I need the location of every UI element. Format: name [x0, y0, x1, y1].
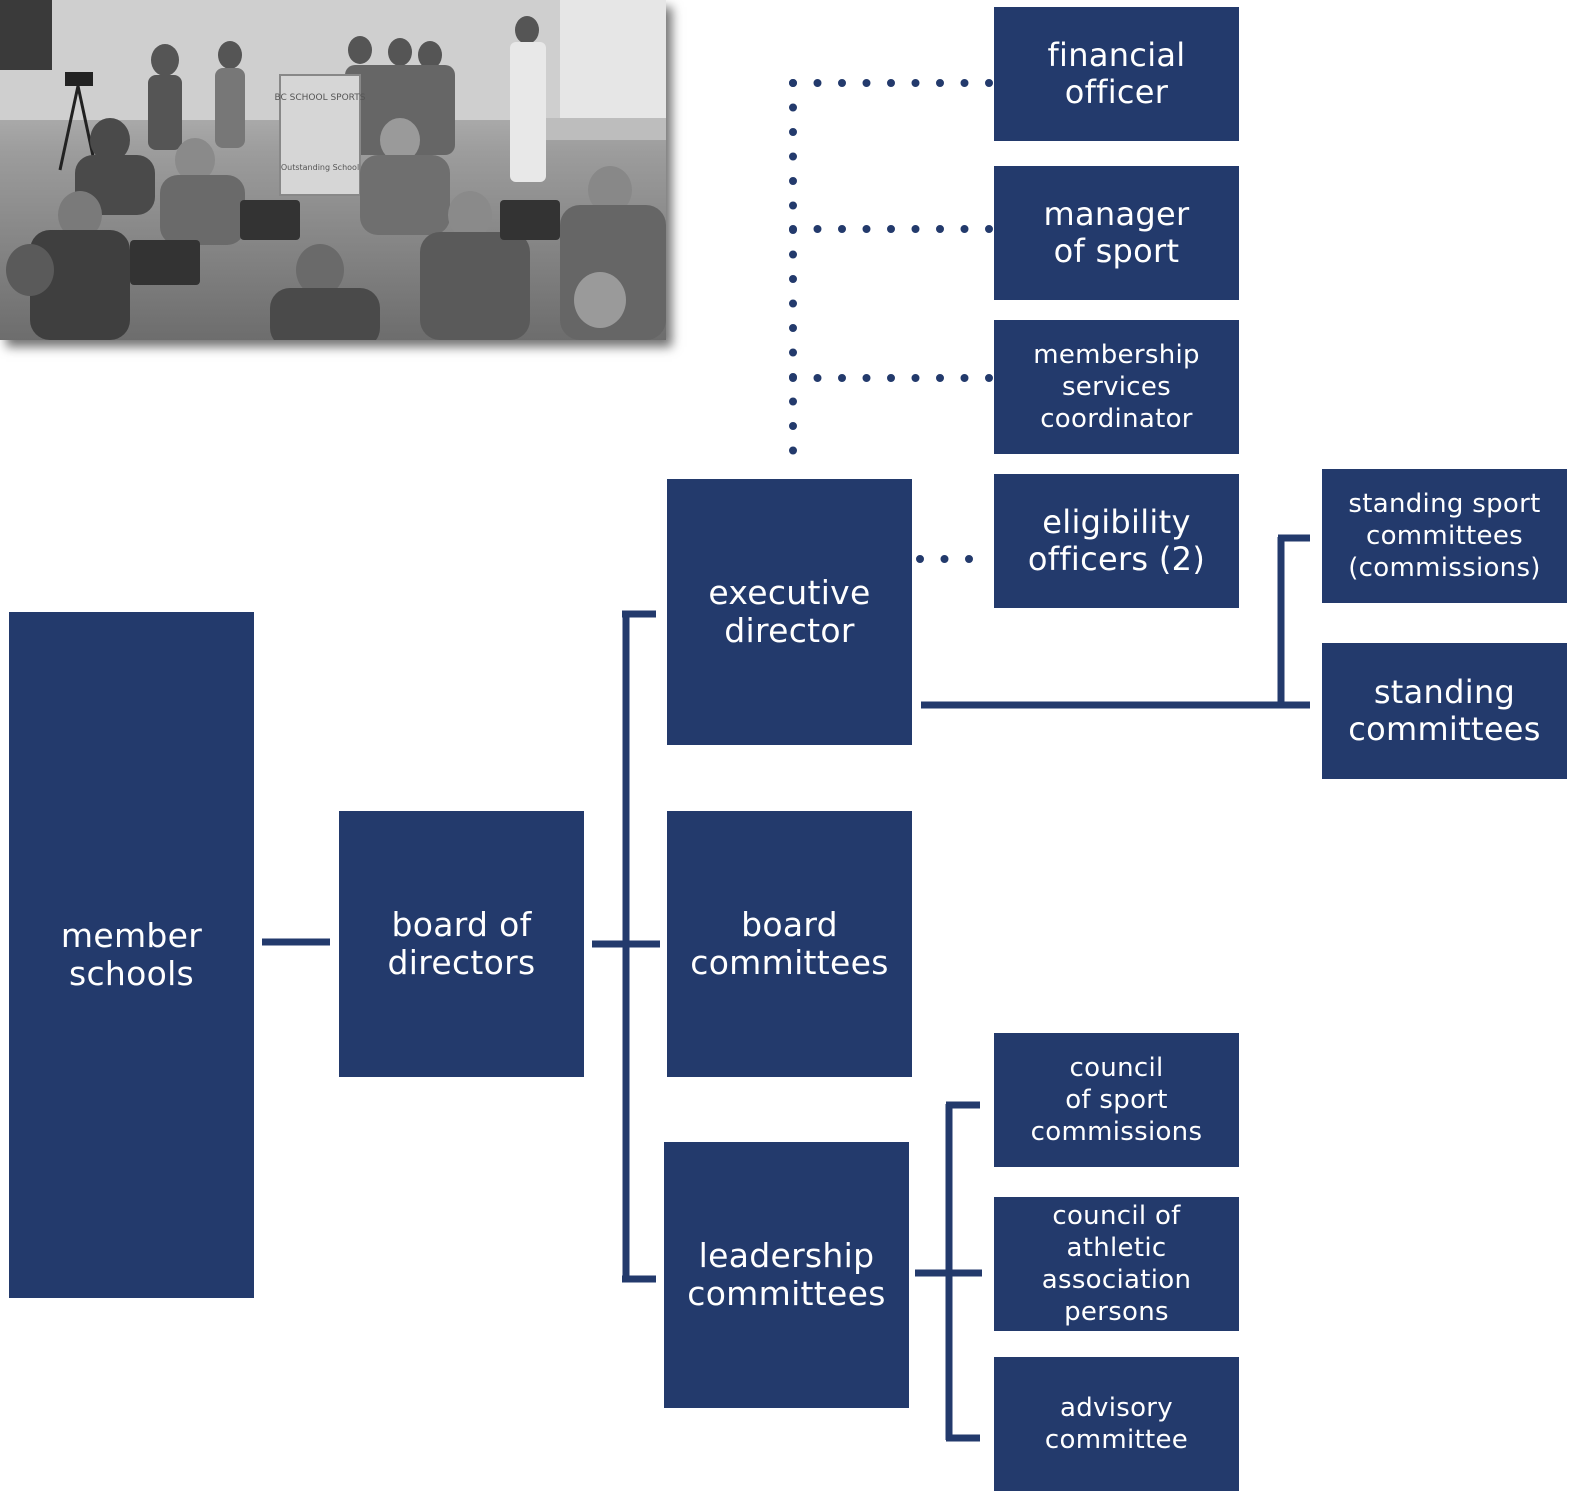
banner-text: BC SCHOOL SPORTS [274, 93, 365, 103]
banner-subtext: Outstanding School [281, 163, 359, 172]
board-committees-box: board committees [667, 811, 912, 1077]
meeting-photo: BC SCHOOL SPORTS Outstanding School [0, 0, 666, 340]
standing-committees-box: standing committees [1322, 643, 1567, 779]
financial-officer-box: financial officer [994, 7, 1239, 141]
member-schools-box: member schools [9, 612, 254, 1298]
manager-of-sport-box: manager of sport [994, 166, 1239, 300]
council-of-sport-commissions-box: council of sport commissions [994, 1033, 1239, 1167]
leadership-committees-box: leadership committees [664, 1142, 909, 1408]
membership-services-coordinator-box: membership services coordinator [994, 320, 1239, 454]
advisory-committee-box: advisory committee [994, 1357, 1239, 1491]
meeting-photo-drawing: BC SCHOOL SPORTS Outstanding School [0, 0, 666, 340]
executive-director-box: executive director [667, 479, 912, 745]
eligibility-officers-box: eligibility officers (2) [994, 474, 1239, 608]
standing-sport-committees-box: standing sport committees (commissions) [1322, 469, 1567, 603]
council-of-athletic-association-persons-box: council of athletic association persons [994, 1197, 1239, 1331]
board-of-directors-box: board of directors [339, 811, 584, 1077]
